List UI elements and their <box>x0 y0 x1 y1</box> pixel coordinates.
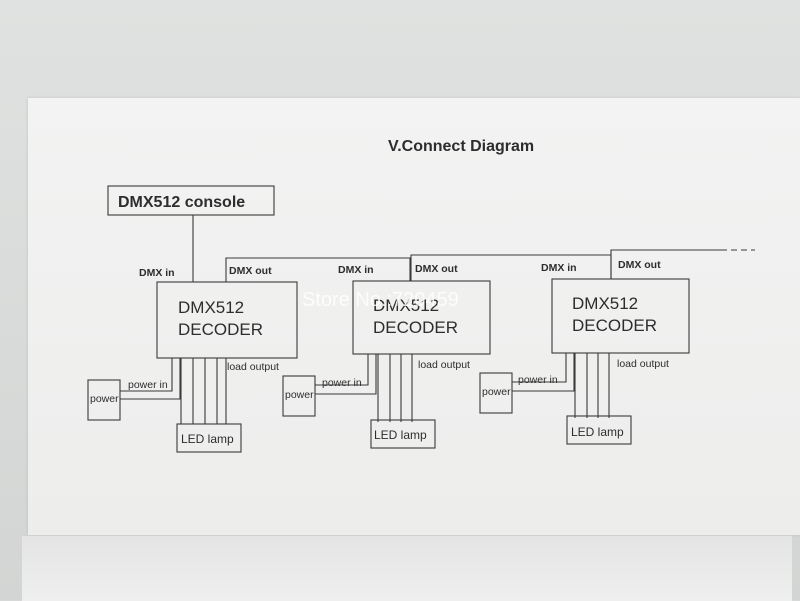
power-box-2 <box>282 375 316 417</box>
diagram-title: V.Connect Diagram <box>388 138 534 155</box>
power-box-1 <box>87 379 121 421</box>
decoder-line2-2: DECODER <box>373 318 458 337</box>
sheet-fold <box>22 535 792 601</box>
power-label-3: power <box>482 386 511 398</box>
dmx-out-label-2: DMX out <box>415 263 458 275</box>
decoder-line2-3: DECODER <box>572 316 657 335</box>
led-lamp-label-3: LED lamp <box>571 425 624 439</box>
dmx-in-label-1: DMX in <box>139 267 175 279</box>
led-lamp-label-2: LED lamp <box>374 428 427 442</box>
console-label: DMX512 console <box>118 194 245 211</box>
decoder-box-1 <box>156 281 298 359</box>
decoder-box-2 <box>352 280 491 355</box>
power-label-2: power <box>285 389 314 401</box>
decoder-line2-1: DECODER <box>178 320 263 339</box>
led-lamp-box-2 <box>370 419 436 449</box>
load-output-label-1: load output <box>227 361 279 373</box>
decoder-line1-1: DMX512 <box>178 298 244 317</box>
load-output-label-3: load output <box>617 358 669 370</box>
decoder-line1-2: DMX512 <box>373 296 439 315</box>
dmx-in-label-3: DMX in <box>541 262 577 274</box>
decoder-box-3 <box>551 278 690 354</box>
led-lamp-label-1: LED lamp <box>181 432 234 446</box>
power-in-label-2: power in <box>322 377 362 389</box>
led-lamp-box-3 <box>566 415 632 445</box>
dmx-in-label-2: DMX in <box>338 264 374 276</box>
dmx-out-label-1: DMX out <box>229 265 272 277</box>
load-output-label-2: load output <box>418 359 470 371</box>
decoder-line1-3: DMX512 <box>572 294 638 313</box>
led-lamp-box-1 <box>176 423 242 453</box>
store-watermark: Store No.:720459 <box>302 289 459 311</box>
power-in-label-3: power in <box>518 374 558 386</box>
power-box-3 <box>479 372 513 414</box>
dmx-out-label-3: DMX out <box>618 259 661 271</box>
power-in-label-1: power in <box>128 379 168 391</box>
power-label-1: power <box>90 393 119 405</box>
console-box <box>107 185 275 216</box>
